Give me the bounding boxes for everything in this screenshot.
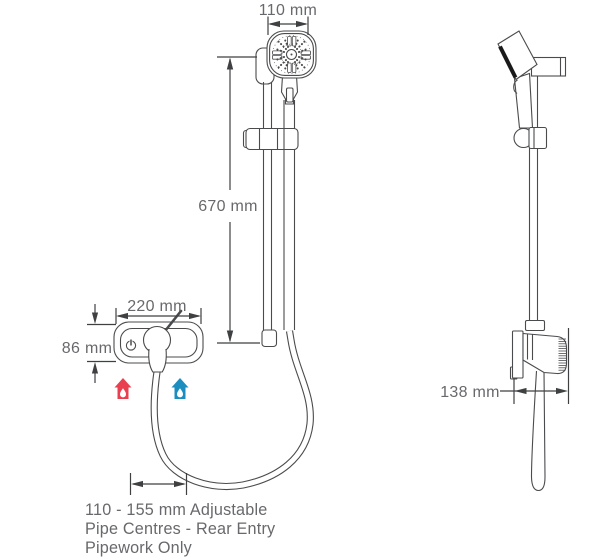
head-face-edge bbox=[498, 45, 518, 79]
grip-knurling bbox=[558, 338, 567, 371]
handset-side bbox=[497, 30, 538, 129]
dim-label-138mm: 138 mm bbox=[440, 384, 500, 401]
pipework-note: 110 - 155 mm Adjustable Pipe Centres - R… bbox=[85, 501, 276, 557]
dimension-valve-height: 86 mm bbox=[62, 304, 116, 383]
handset-holder-clamp-side bbox=[513, 126, 548, 150]
shower-hose-side bbox=[530, 370, 546, 492]
mixer-lever bbox=[163, 309, 183, 333]
rail-collar bbox=[524, 319, 546, 332]
dimension-head-width: 110 mm bbox=[259, 2, 317, 35]
mixer-valve-front bbox=[113, 309, 204, 373]
wall-bracket-side bbox=[530, 56, 567, 77]
dim-label-86mm: 86 mm bbox=[62, 340, 112, 357]
cold-water-inlet-icon bbox=[171, 378, 189, 399]
dimension-valve-depth: 138 mm bbox=[440, 328, 570, 404]
rail-end-cap bbox=[261, 329, 278, 348]
slide-rail-front bbox=[261, 82, 278, 348]
spray-face-pattern bbox=[272, 35, 311, 74]
dim-label-110mm: 110 mm bbox=[259, 2, 317, 19]
handset-grip-front bbox=[280, 75, 299, 105]
shower-hose-front bbox=[150, 330, 314, 490]
dimension-pipe-centres bbox=[129, 473, 188, 495]
dim-label-670mm: 670 mm bbox=[198, 198, 258, 215]
front-view bbox=[113, 30, 317, 490]
mixer-outlet bbox=[148, 348, 167, 373]
note-line-1: 110 - 155 mm Adjustable bbox=[85, 501, 267, 519]
dimension-valve-width: 220 mm bbox=[115, 298, 202, 324]
dimension-rail-length: 670 mm bbox=[198, 56, 260, 344]
dim-label-220mm: 220 mm bbox=[127, 298, 187, 315]
side-view bbox=[497, 30, 568, 492]
mixer-valve-side bbox=[509, 330, 568, 380]
handset-holder-clamp-front bbox=[242, 127, 299, 151]
note-line-2: Pipe Centres - Rear Entry bbox=[85, 520, 276, 538]
hot-water-inlet-icon bbox=[114, 378, 132, 399]
note-line-3: Pipework Only bbox=[85, 539, 193, 557]
handset-button bbox=[285, 87, 294, 103]
power-symbol-icon bbox=[125, 339, 137, 351]
shower-head-front bbox=[266, 30, 317, 79]
